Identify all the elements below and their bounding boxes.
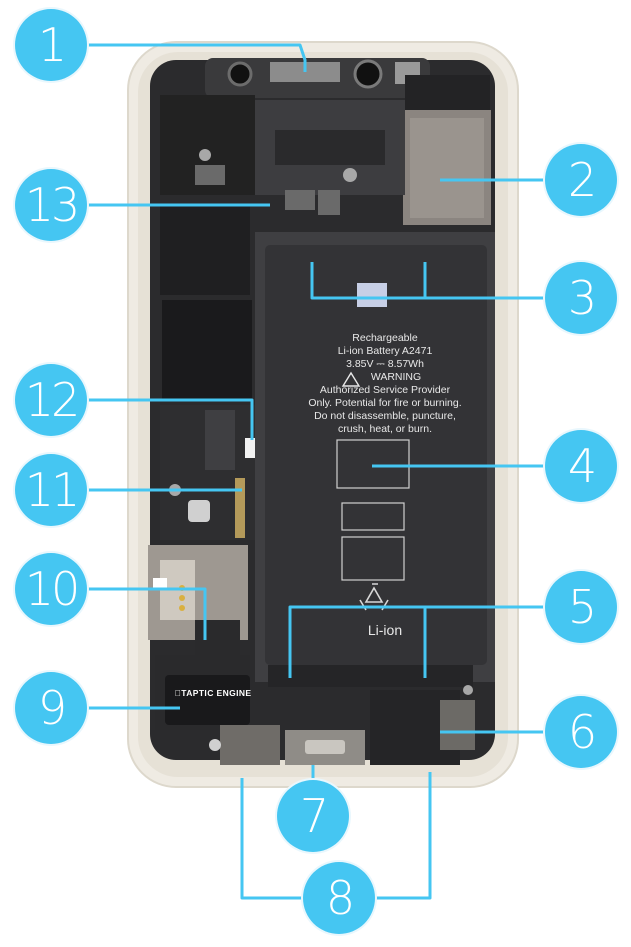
battery-line-provider: Authorized Service Provider (319, 384, 451, 396)
screw-b (343, 168, 357, 182)
callout-6: 6 (545, 696, 617, 768)
metal-shield-inner (410, 118, 484, 218)
callout-11-number: 11 (24, 463, 81, 517)
callout-9-number: 9 (37, 681, 67, 735)
taptic-engine-label: TAPTIC ENGINE (175, 688, 252, 698)
left-chip-3 (205, 410, 235, 470)
callout-5-number: 5 (567, 580, 597, 634)
callout-1: 1 (15, 9, 87, 81)
callout-7: 7 (277, 780, 349, 852)
callout-8: 8 (303, 862, 375, 934)
battery-label: Rechargeable Li-ion Battery A2471 3.85V … (275, 332, 495, 436)
callout-1-number: 1 (37, 18, 67, 72)
connector-c (318, 190, 340, 215)
left-chip-2 (162, 300, 252, 400)
connector-strip (235, 478, 245, 538)
battery-warning-row: WARNING (275, 371, 495, 384)
taptic-engine-label-bg (165, 675, 250, 725)
battery-box-2 (341, 502, 405, 531)
callout-2: 2 (545, 144, 617, 216)
sim-label (153, 578, 167, 588)
line-5 (288, 605, 555, 678)
screw-c (209, 739, 221, 751)
battery-line-warning: WARNING (370, 371, 422, 383)
callout-7-number: 7 (299, 789, 329, 843)
callout-4-number: 4 (567, 439, 597, 493)
recycle-label: Li-ion (367, 622, 403, 638)
screw-d (463, 685, 473, 695)
callout-6-number: 6 (567, 705, 597, 759)
callout-4: 4 (545, 430, 617, 502)
connector-a (195, 165, 225, 185)
battery-box-3 (341, 536, 405, 581)
callout-lines (80, 43, 555, 900)
speaker-bracket (440, 700, 475, 750)
battery-line-fire: Only. Potential for fire or burning. (308, 397, 462, 409)
line-12 (80, 398, 254, 440)
callout-8-number: 8 (325, 871, 355, 925)
callout-3-number: 3 (567, 271, 597, 325)
front-camera (227, 61, 253, 87)
line-3 (310, 262, 555, 300)
battery-tab-area (268, 665, 473, 687)
ir-camera (353, 59, 383, 89)
line-8a (240, 778, 303, 900)
connector-d (195, 620, 240, 655)
callout-13: 13 (15, 169, 87, 241)
flex-cover (275, 130, 385, 165)
connector-b (285, 190, 315, 210)
screw-a (199, 149, 211, 161)
line-8b (375, 772, 432, 900)
callout-13-number: 13 (24, 178, 81, 232)
line-10 (80, 587, 207, 640)
callout-2-number: 2 (567, 153, 597, 207)
callout-12: 12 (15, 364, 87, 436)
warning-triangle (341, 371, 361, 387)
callout-10-number: 10 (24, 562, 81, 616)
callout-10: 10 (15, 553, 87, 625)
battery-line-rating: 3.85V ⎓ 8.57Wh (346, 358, 424, 370)
battery (265, 245, 487, 665)
callout-12-number: 12 (24, 373, 81, 427)
battery-box-1 (336, 439, 410, 489)
callout-3: 3 (545, 262, 617, 334)
small-component (188, 500, 210, 522)
battery-line-crush: crush, heat, or burn. (338, 423, 432, 435)
callout-9: 9 (15, 672, 87, 744)
lightning-opening (305, 740, 345, 754)
bottom-bracket-left (220, 725, 280, 765)
battery-label-sticker (357, 283, 387, 307)
line-1 (80, 43, 307, 72)
left-chip-1 (160, 205, 250, 295)
callout-11: 11 (15, 454, 87, 526)
battery-line-disassemble: Do not disassemble, puncture, (314, 410, 456, 422)
callout-5: 5 (545, 571, 617, 643)
battery-line-rechargeable: Rechargeable (352, 332, 418, 344)
battery-line-model: Li-ion Battery A2471 (337, 345, 433, 357)
